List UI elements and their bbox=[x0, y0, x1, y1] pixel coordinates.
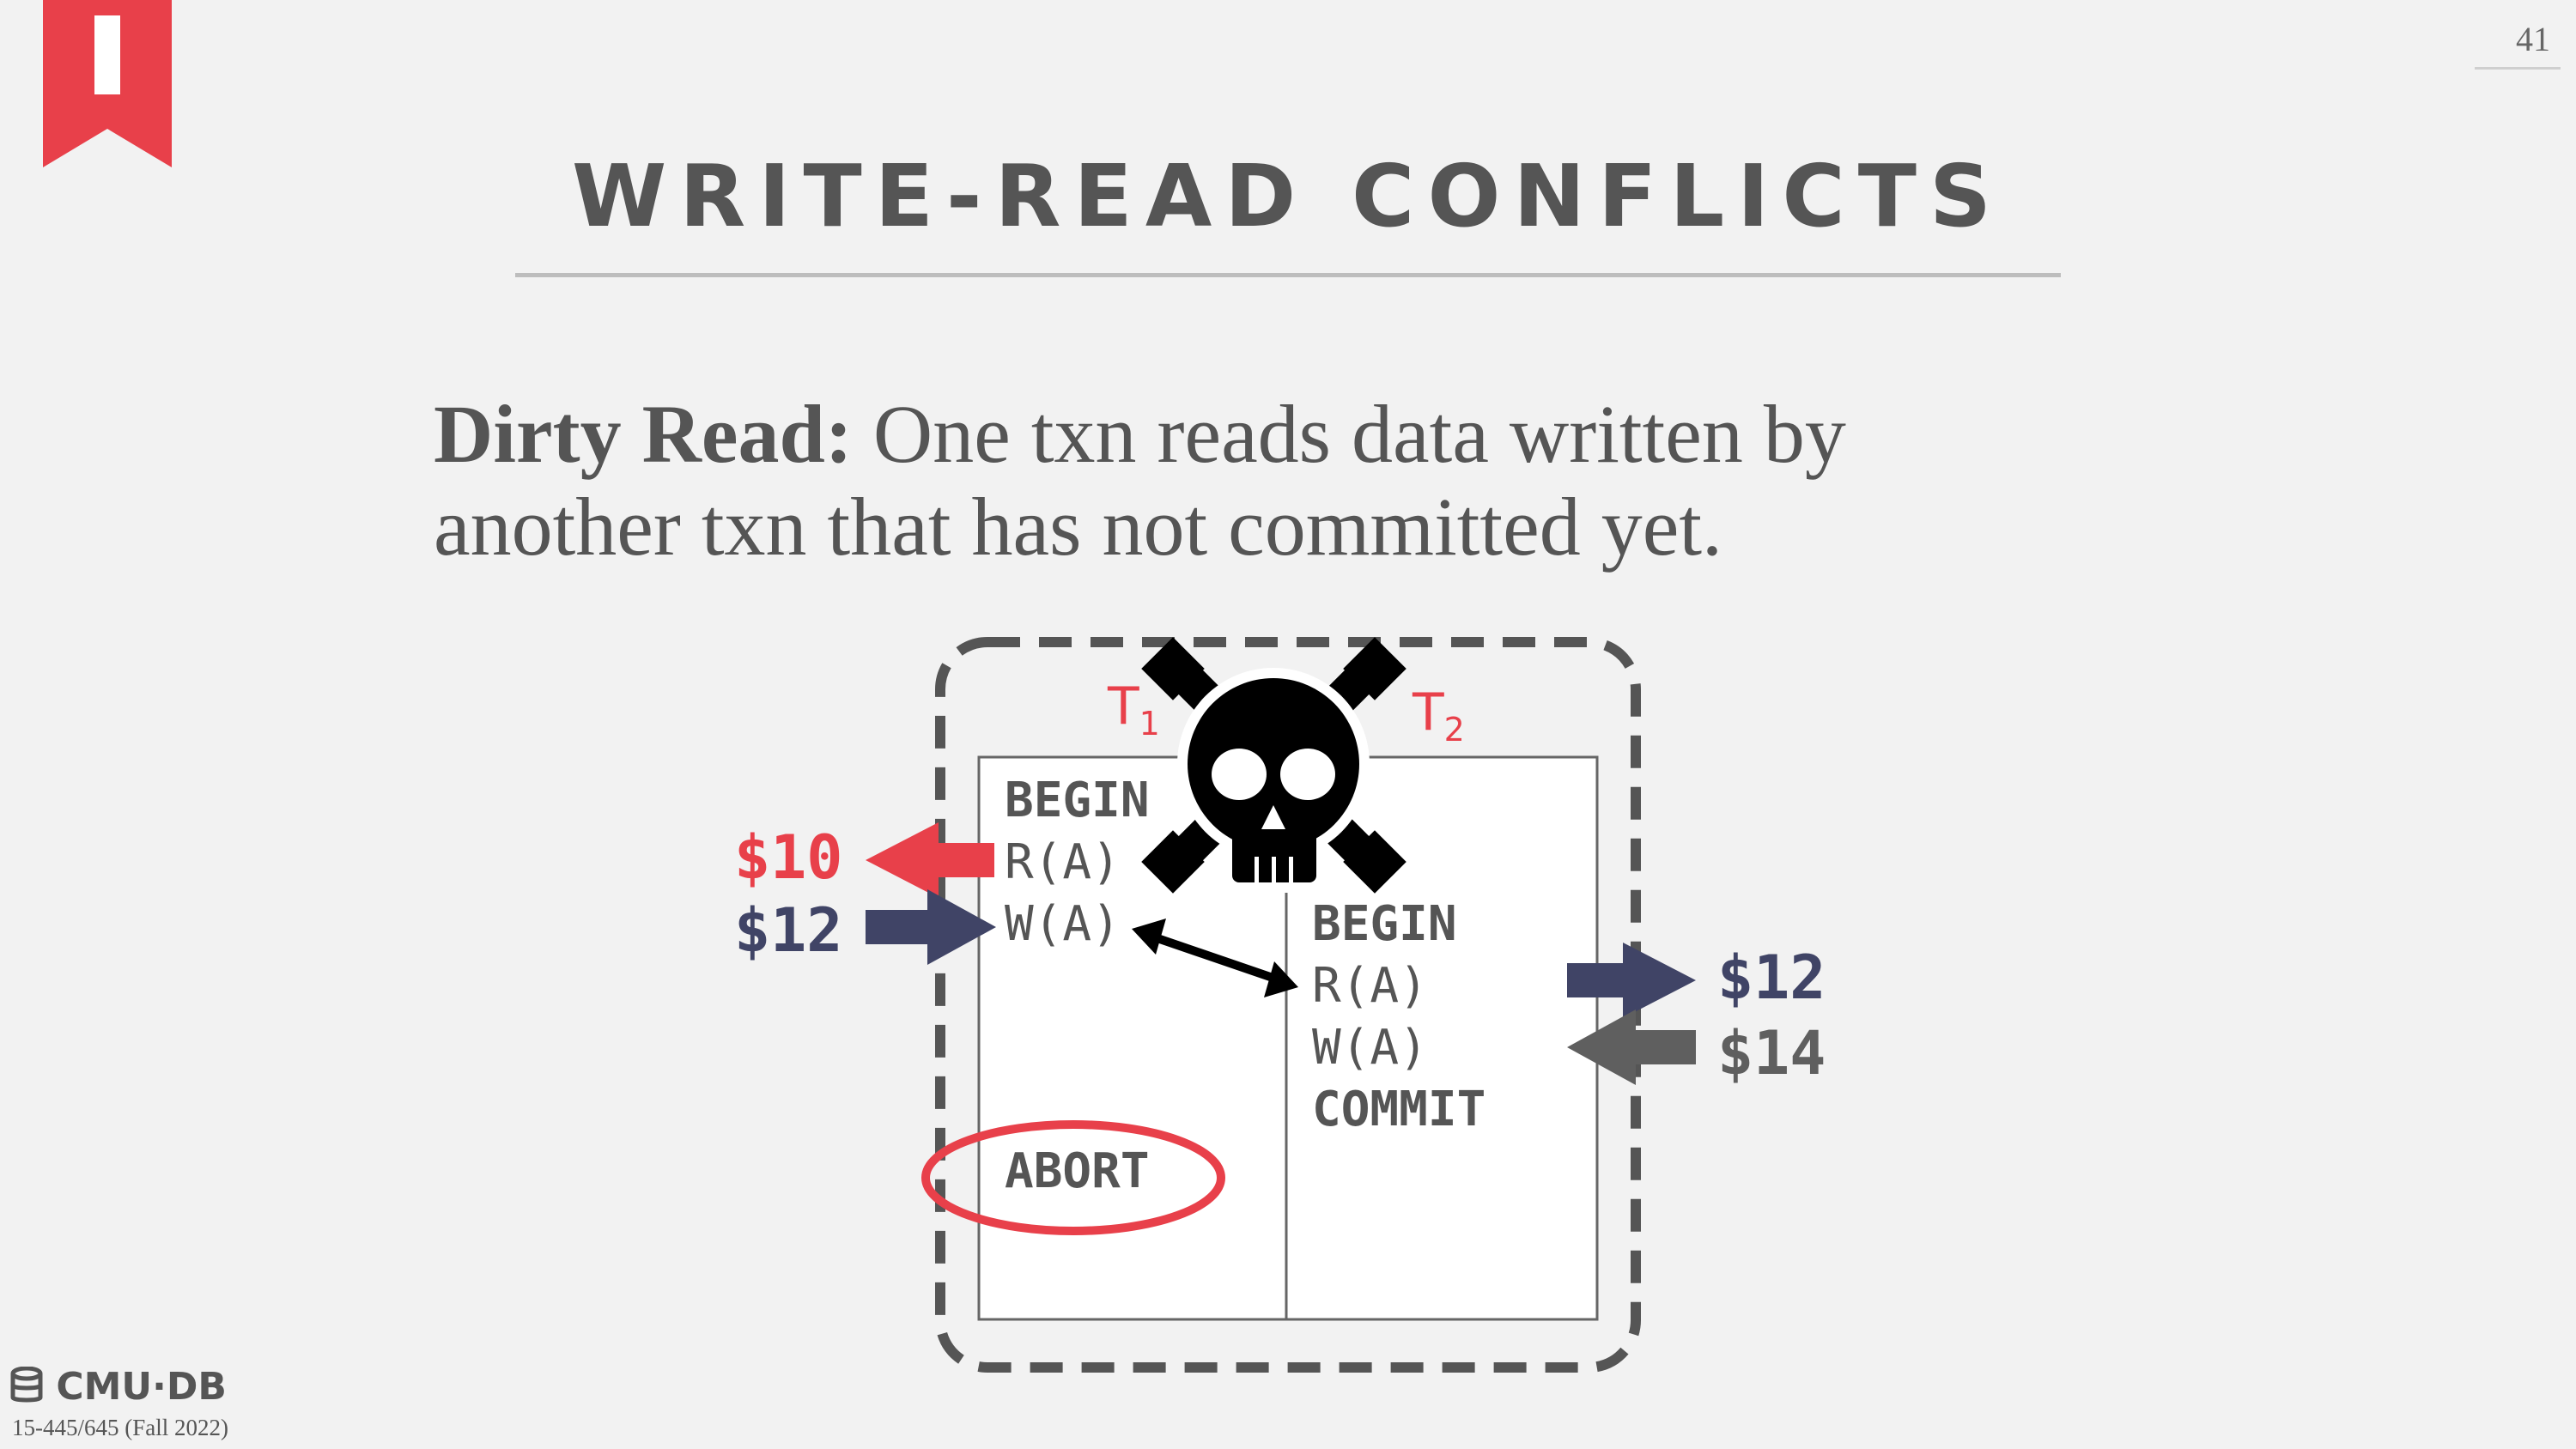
t1-op-begin: BEGIN bbox=[1005, 773, 1150, 828]
right-read-arrow bbox=[1567, 943, 1696, 1018]
database-icon bbox=[10, 1366, 43, 1403]
t2-op-begin: BEGIN bbox=[1312, 896, 1457, 952]
txn-label-t1: T1 bbox=[1108, 676, 1160, 743]
t2-op-commit: COMMIT bbox=[1312, 1082, 1486, 1137]
left-write-arrow bbox=[866, 889, 996, 965]
t1-op-write: W(A) bbox=[1005, 896, 1121, 952]
t2-op-write: W(A) bbox=[1312, 1020, 1428, 1076]
footer-logo-text: CMU·DB bbox=[56, 1365, 227, 1409]
bookmark-icon bbox=[43, 0, 172, 167]
page-number: 41 bbox=[2516, 20, 2550, 58]
t1-op-abort: ABORT bbox=[1005, 1143, 1150, 1199]
definition-term: Dirty Read: bbox=[434, 388, 853, 480]
value-right-write: $14 bbox=[1717, 1018, 1826, 1088]
definition-line-1: One txn reads data written by bbox=[852, 388, 1846, 480]
title-divider bbox=[515, 273, 2061, 277]
schedule-dashed-border bbox=[935, 637, 1641, 1373]
skull-crossbones-icon bbox=[1141, 637, 1406, 894]
definition-line-2: another txn that has not committed yet. bbox=[434, 481, 1722, 573]
value-left-read: $10 bbox=[734, 822, 843, 893]
value-right-read: $12 bbox=[1717, 943, 1826, 1013]
txn-label-t2: T2 bbox=[1413, 682, 1465, 749]
footer-course: 15-445/645 (Fall 2022) bbox=[12, 1415, 228, 1440]
footer-logo: CMU·DB bbox=[10, 1365, 227, 1409]
dirty-read-arrow-line bbox=[1153, 933, 1277, 983]
value-left-write: $12 bbox=[734, 895, 843, 966]
definition-text: Dirty Read: One txn reads data written b… bbox=[434, 388, 2323, 573]
dirty-read-arrow-head-right bbox=[1264, 961, 1298, 997]
slide-title: WRITE-READ CONFLICTS bbox=[571, 146, 2005, 246]
t2-op-read: R(A) bbox=[1312, 958, 1428, 1014]
right-write-arrow bbox=[1567, 1009, 1696, 1085]
page-number-divider bbox=[2475, 67, 2561, 70]
dirty-read-arrow-head-left bbox=[1132, 919, 1166, 955]
left-read-arrow bbox=[866, 822, 994, 898]
t1-op-read: R(A) bbox=[1005, 834, 1121, 890]
